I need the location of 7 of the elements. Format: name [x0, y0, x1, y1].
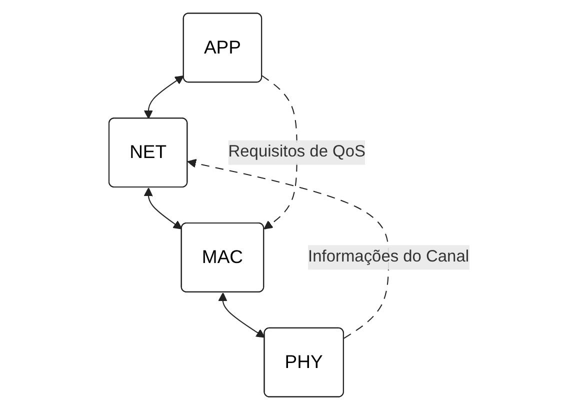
- arrow: [262, 74, 298, 229]
- arrow: [144, 187, 182, 229]
- arrow: [187, 158, 390, 338]
- arrow: [218, 292, 266, 338]
- arrow: [144, 75, 184, 119]
- edge-label: Informações do Canal: [308, 248, 469, 266]
- edge-label: Requisitos de QoS: [228, 142, 366, 160]
